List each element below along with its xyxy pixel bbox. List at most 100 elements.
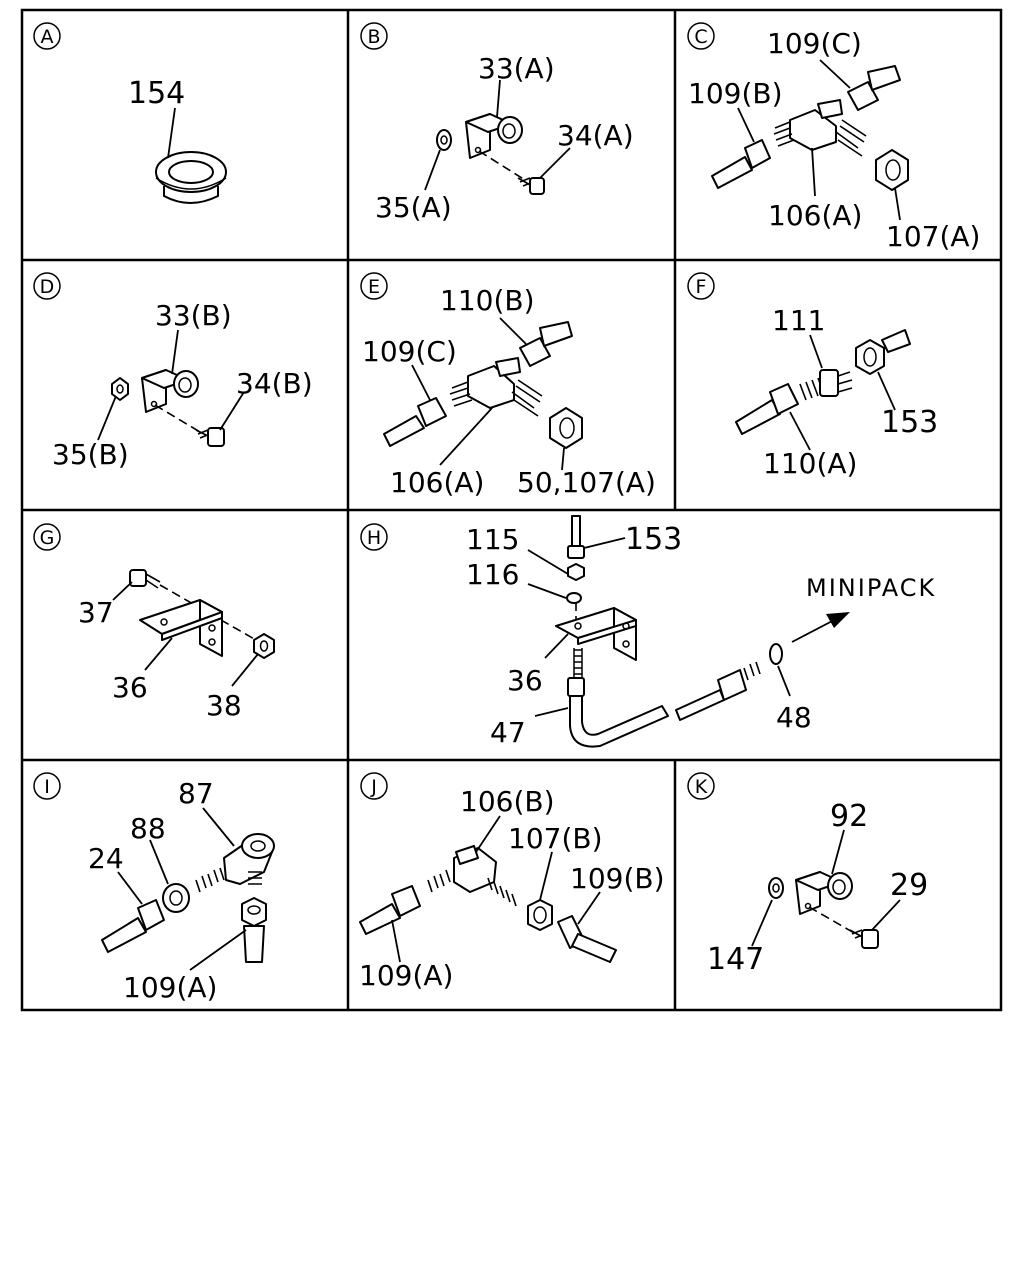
label-109c: 109(C) xyxy=(767,27,862,60)
nut-107b-part xyxy=(527,899,553,931)
panel-j: 106(B) 107(B) 109(B) 109(A) xyxy=(359,785,665,992)
label-111: 111 xyxy=(772,304,825,337)
label-29: 29 xyxy=(890,868,928,903)
label-34a: 34(A) xyxy=(557,119,634,152)
label-109c: 109(C) xyxy=(362,335,457,368)
bracket-36-part xyxy=(139,599,223,657)
svg-text:I: I xyxy=(44,776,50,798)
bolt-part xyxy=(517,177,545,195)
banjo-87-part xyxy=(195,833,275,893)
nut-115-part xyxy=(567,563,585,581)
label-87: 87 xyxy=(178,777,214,810)
nut-153-part xyxy=(855,329,911,375)
nut-50-107a-part xyxy=(549,407,583,449)
hose-left-part xyxy=(711,139,771,189)
panel-e: 110(B) 109(C) 106(A) 50,107(A) xyxy=(362,284,656,499)
label-107b: 107(B) xyxy=(508,822,603,855)
panel-letter-k: K xyxy=(687,772,715,800)
tee-fitting-part xyxy=(449,357,543,417)
label-37: 37 xyxy=(78,596,114,629)
washer-part xyxy=(436,129,452,151)
label-50-107a: 50,107(A) xyxy=(517,466,656,499)
connector-153-part xyxy=(567,515,585,559)
washer-147-part xyxy=(768,877,784,899)
label-147: 147 xyxy=(707,942,764,977)
label-106b: 106(B) xyxy=(460,785,555,818)
label-153: 153 xyxy=(881,405,938,440)
grid-frame xyxy=(20,8,1003,1012)
label-116: 116 xyxy=(466,558,519,591)
union-111-part xyxy=(799,369,853,401)
label-48: 48 xyxy=(776,701,812,734)
bolt-37-part xyxy=(129,569,161,589)
panel-letter-h: H xyxy=(360,523,388,551)
panel-letter-g: G xyxy=(33,523,61,551)
washer-48-part xyxy=(769,643,783,665)
panel-letter-f: F xyxy=(687,272,715,300)
hose-top-part xyxy=(519,321,573,367)
label-38: 38 xyxy=(206,689,242,722)
nut-38-part xyxy=(253,633,275,659)
label-minipack: MINIPACK xyxy=(806,574,936,602)
nut-109a-part xyxy=(241,897,267,963)
label-109b: 109(B) xyxy=(688,77,783,110)
label-36: 36 xyxy=(507,664,543,697)
svg-text:F: F xyxy=(696,276,707,298)
label-36: 36 xyxy=(112,671,148,704)
label-106a: 106(A) xyxy=(390,466,484,499)
panel-h: 115 153 116 MINIPACK 36 47 48 xyxy=(466,515,936,749)
label-153: 153 xyxy=(625,522,682,557)
panel-letter-c: C xyxy=(687,22,715,50)
panel-g: 37 36 38 xyxy=(78,569,275,722)
panel-b: 33(A) 34(A) 35(A) xyxy=(375,52,634,224)
label-154: 154 xyxy=(128,76,185,111)
nut-part xyxy=(111,377,129,401)
svg-text:D: D xyxy=(40,276,55,298)
panel-i: 87 88 24 109(A) xyxy=(88,777,275,1004)
bolt-part xyxy=(195,427,225,447)
svg-text:C: C xyxy=(694,26,707,48)
hose-left-part xyxy=(383,397,447,447)
svg-text:J: J xyxy=(370,776,377,798)
panel-k: 92 29 147 xyxy=(707,799,928,977)
svg-text:B: B xyxy=(367,26,380,48)
label-92: 92 xyxy=(830,799,868,834)
panel-letter-e: E xyxy=(360,272,388,300)
panel-letter-b: B xyxy=(360,22,388,50)
bolt-29-part xyxy=(849,929,879,949)
panel-letter-a: A xyxy=(33,22,61,50)
washer-116-part xyxy=(566,592,582,604)
tee-fitting-part xyxy=(773,99,867,157)
label-110b: 110(B) xyxy=(440,284,535,317)
grommet-part xyxy=(155,151,227,204)
label-109a: 109(A) xyxy=(359,959,453,992)
panel-letter-j: J xyxy=(360,772,388,800)
bracket-part xyxy=(141,369,199,413)
label-110a: 110(A) xyxy=(763,447,857,480)
label-106a: 106(A) xyxy=(768,199,862,232)
panel-letter-d: D xyxy=(33,272,61,300)
svg-text:H: H xyxy=(367,527,381,549)
hose-110a-part xyxy=(735,383,799,435)
label-34b: 34(B) xyxy=(236,367,313,400)
label-107a: 107(A) xyxy=(886,220,980,253)
panel-f: 111 153 110(A) xyxy=(735,304,938,480)
label-35b: 35(B) xyxy=(52,438,129,471)
svg-text:E: E xyxy=(368,276,380,298)
elbow-106b-part xyxy=(427,845,517,907)
bracket-36-part xyxy=(555,607,637,661)
panel-letter-i: I xyxy=(33,772,61,800)
label-24: 24 xyxy=(88,842,124,875)
panel-c: 109(C) 109(B) 106(A) 107(A) xyxy=(688,27,980,253)
hose-top-part xyxy=(847,65,901,111)
label-35a: 35(A) xyxy=(375,191,452,224)
hose-109a-part xyxy=(359,885,421,935)
washer-88-part xyxy=(162,883,190,913)
label-33b: 33(B) xyxy=(155,299,232,332)
bracket-part xyxy=(465,113,523,159)
svg-text:G: G xyxy=(40,527,55,549)
label-33a: 33(A) xyxy=(478,52,555,85)
panel-d: 33(B) 34(B) 35(B) xyxy=(52,299,313,471)
nut-107a-part xyxy=(875,149,909,191)
